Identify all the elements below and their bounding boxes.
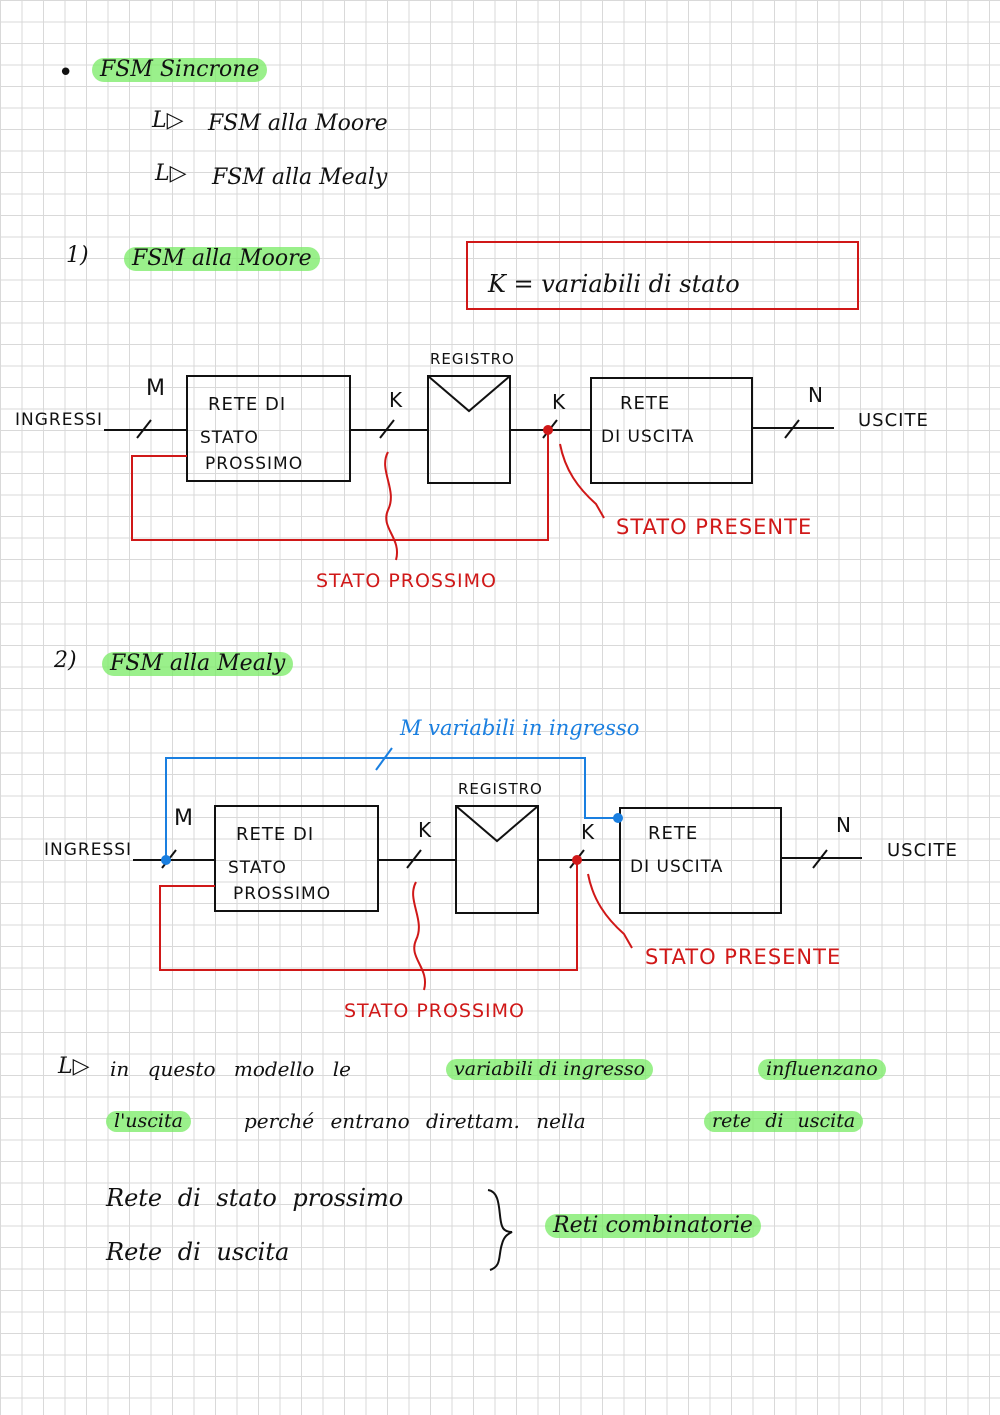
mealy-junction-dot [572, 855, 582, 865]
mealy-next-state-label: STATO PROSSIMO [344, 1000, 526, 1022]
mealy-feedback-line [159, 860, 578, 971]
arrow-icon: L▷ [155, 161, 187, 186]
mealy-register-symbol [455, 805, 539, 843]
subitem-mealy: FSM alla Mealy [212, 165, 388, 190]
mealy-bus-k1-label: K [418, 818, 433, 842]
page-title: FSM Sincrone [92, 58, 268, 82]
section-heading-mealy: FSM alla Mealy [102, 652, 294, 676]
moore-block1-line2: STATO [200, 428, 259, 448]
moore-diagram [104, 375, 834, 484]
moore-register-block [427, 375, 511, 484]
mealy-register-label: REGISTRO [458, 780, 543, 798]
moore-bus-n-label: N [808, 383, 824, 407]
section-number: 2) [54, 648, 77, 673]
highlight-input-variables: variabili di ingresso [446, 1059, 654, 1080]
arrow-icon: L▷ [152, 108, 184, 133]
moore-block2-line2: DI USCITA [601, 427, 695, 447]
moore-block1-line1: RETE DI [208, 394, 287, 415]
curly-brace-icon [487, 1189, 513, 1271]
mealy-block2-line1: RETE [648, 823, 699, 844]
section-heading-moore: FSM alla Moore [124, 247, 320, 271]
mealy-diagram [133, 805, 862, 914]
summary-item-next-state: Rete di stato prossimo [106, 1184, 404, 1212]
moore-present-state-pointer [559, 443, 605, 519]
explanation-text-2: perché entrano direttam. nella [244, 1109, 586, 1133]
bullet: • [58, 58, 74, 88]
legend-text: K = variabili di stato [488, 270, 740, 298]
mealy-input-label: INGRESSI [44, 840, 133, 860]
mealy-output-label: USCITE [887, 840, 958, 861]
mealy-input-bypass-line [165, 757, 620, 860]
mealy-present-state-pointer [587, 873, 633, 949]
subitem-moore: FSM alla Moore [208, 111, 388, 136]
mealy-inputs-note: M variabili in ingresso [400, 716, 640, 740]
summary-result: Reti combinatorie [545, 1214, 761, 1238]
mealy-input-junction-dot [161, 855, 171, 865]
moore-feedback-line [131, 430, 549, 541]
mealy-block2-line2: DI USCITA [630, 857, 724, 877]
moore-input-label: INGRESSI [15, 410, 104, 430]
mealy-next-state-block [214, 805, 379, 912]
arrow-icon: L▷ [58, 1054, 90, 1079]
moore-bus-k1-label: K [389, 388, 404, 412]
mealy-block1-line3: PROSSIMO [233, 884, 332, 904]
moore-next-state-block [186, 375, 351, 482]
moore-output-label: USCITE [858, 410, 929, 431]
mealy-register-block [455, 805, 539, 914]
mealy-present-state-label: STATO PRESENTE [645, 945, 842, 969]
highlight-output-network: rete di uscita [704, 1111, 864, 1132]
moore-next-state-label: STATO PROSSIMO [316, 570, 498, 592]
mealy-bus-m-label: M [174, 806, 194, 831]
explanation-text-1: in questo modello le [110, 1057, 351, 1081]
mealy-bus-k2-label: K [581, 820, 596, 844]
moore-bus-k2-label: K [552, 390, 567, 414]
highlight-output: l'uscita [106, 1111, 191, 1132]
moore-register-symbol [427, 375, 511, 413]
legend-box [466, 241, 859, 310]
moore-bus-m-label: M [146, 376, 166, 401]
moore-junction-dot [543, 425, 553, 435]
section-number: 1) [66, 243, 89, 268]
moore-present-state-label: STATO PRESENTE [616, 515, 813, 539]
mealy-block1-line1: RETE DI [236, 824, 315, 845]
moore-register-label: REGISTRO [430, 350, 515, 368]
moore-block2-line1: RETE [620, 393, 671, 414]
mealy-output-junction-dot [613, 813, 623, 823]
moore-block1-line3: PROSSIMO [205, 454, 304, 474]
summary-item-output: Rete di uscita [106, 1238, 290, 1266]
highlight-influence: influenzano [758, 1059, 886, 1080]
mealy-block1-line2: STATO [228, 858, 287, 878]
moore-next-state-pointer [384, 451, 399, 561]
mealy-bus-n-label: N [836, 813, 852, 837]
mealy-next-state-pointer [412, 881, 427, 991]
